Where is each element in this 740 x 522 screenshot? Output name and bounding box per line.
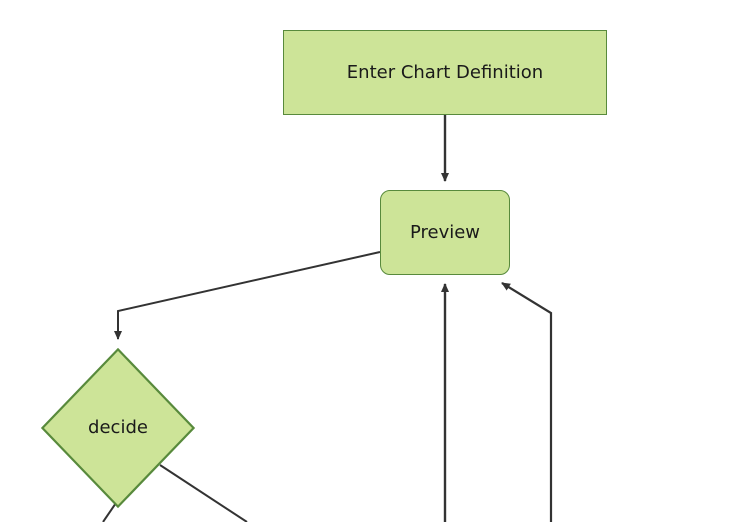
node-enter-chart-definition[interactable]: Enter Chart Definition <box>283 30 607 115</box>
node-preview-label: Preview <box>409 221 481 243</box>
node-decide-label: decide <box>88 417 148 439</box>
decide-diamond-shape <box>41 348 195 508</box>
edge-decide-to-offscreen-right <box>159 464 248 522</box>
node-enter-chart-definition-label: Enter Chart Definition <box>346 61 544 83</box>
edge-preview-to-decide <box>114 251 381 340</box>
edge-return-right-to-preview <box>501 282 553 522</box>
node-decide[interactable]: decide <box>41 348 195 508</box>
node-preview[interactable]: Preview <box>380 190 510 275</box>
